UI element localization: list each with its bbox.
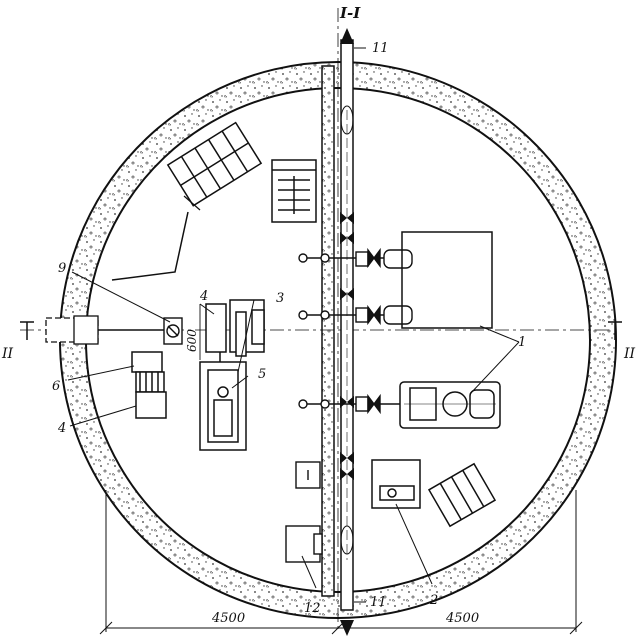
pump-unit-detailed — [399, 381, 501, 429]
section-mark-left: II — [1, 346, 14, 362]
dim-pipe-offset: 600 — [185, 329, 199, 352]
equipment-area — [401, 231, 493, 329]
callout-2: 2 — [429, 593, 438, 608]
section-mark-top: I-I — [339, 4, 361, 22]
small-cabinets — [285, 461, 323, 563]
dim-left-span: 4500 — [211, 611, 245, 626]
callout-11-bottom: 11 — [370, 595, 387, 610]
pump-branches — [298, 247, 413, 415]
valve-group — [205, 299, 265, 372]
callout-4b: 4 — [57, 421, 66, 436]
gate-valve — [98, 317, 183, 345]
pump-5 — [199, 361, 247, 451]
callout-9: 9 — [58, 261, 66, 276]
ramp-outline-inner — [183, 195, 201, 211]
bottom-dimension — [99, 490, 583, 635]
callout-6: 6 — [52, 379, 60, 394]
callout-5: 5 — [258, 367, 266, 382]
section-arrows — [20, 321, 622, 340]
tilted-grid-unit-right — [427, 462, 497, 528]
callout-1: 1 — [518, 335, 526, 350]
main-pipe-valves — [340, 212, 354, 480]
unit-6-stack — [131, 351, 167, 419]
ramp-outline — [111, 211, 189, 281]
leader-lines — [67, 47, 520, 603]
stair-block — [271, 159, 317, 223]
pipe-arrow-top — [340, 28, 354, 44]
tilted-grid-unit — [166, 121, 263, 207]
drainage-pump-2 — [371, 459, 421, 509]
main-pipe — [340, 28, 354, 636]
section-mark-right: II — [623, 346, 636, 362]
callout-3: 3 — [276, 291, 284, 306]
callout-12: 12 — [304, 601, 321, 616]
partition-wall — [321, 65, 335, 597]
dim-right-span: 4500 — [445, 611, 479, 626]
inlet-pipe — [45, 315, 99, 345]
callout-4a: 4 — [199, 289, 208, 304]
callout-11-top: 11 — [372, 41, 389, 56]
